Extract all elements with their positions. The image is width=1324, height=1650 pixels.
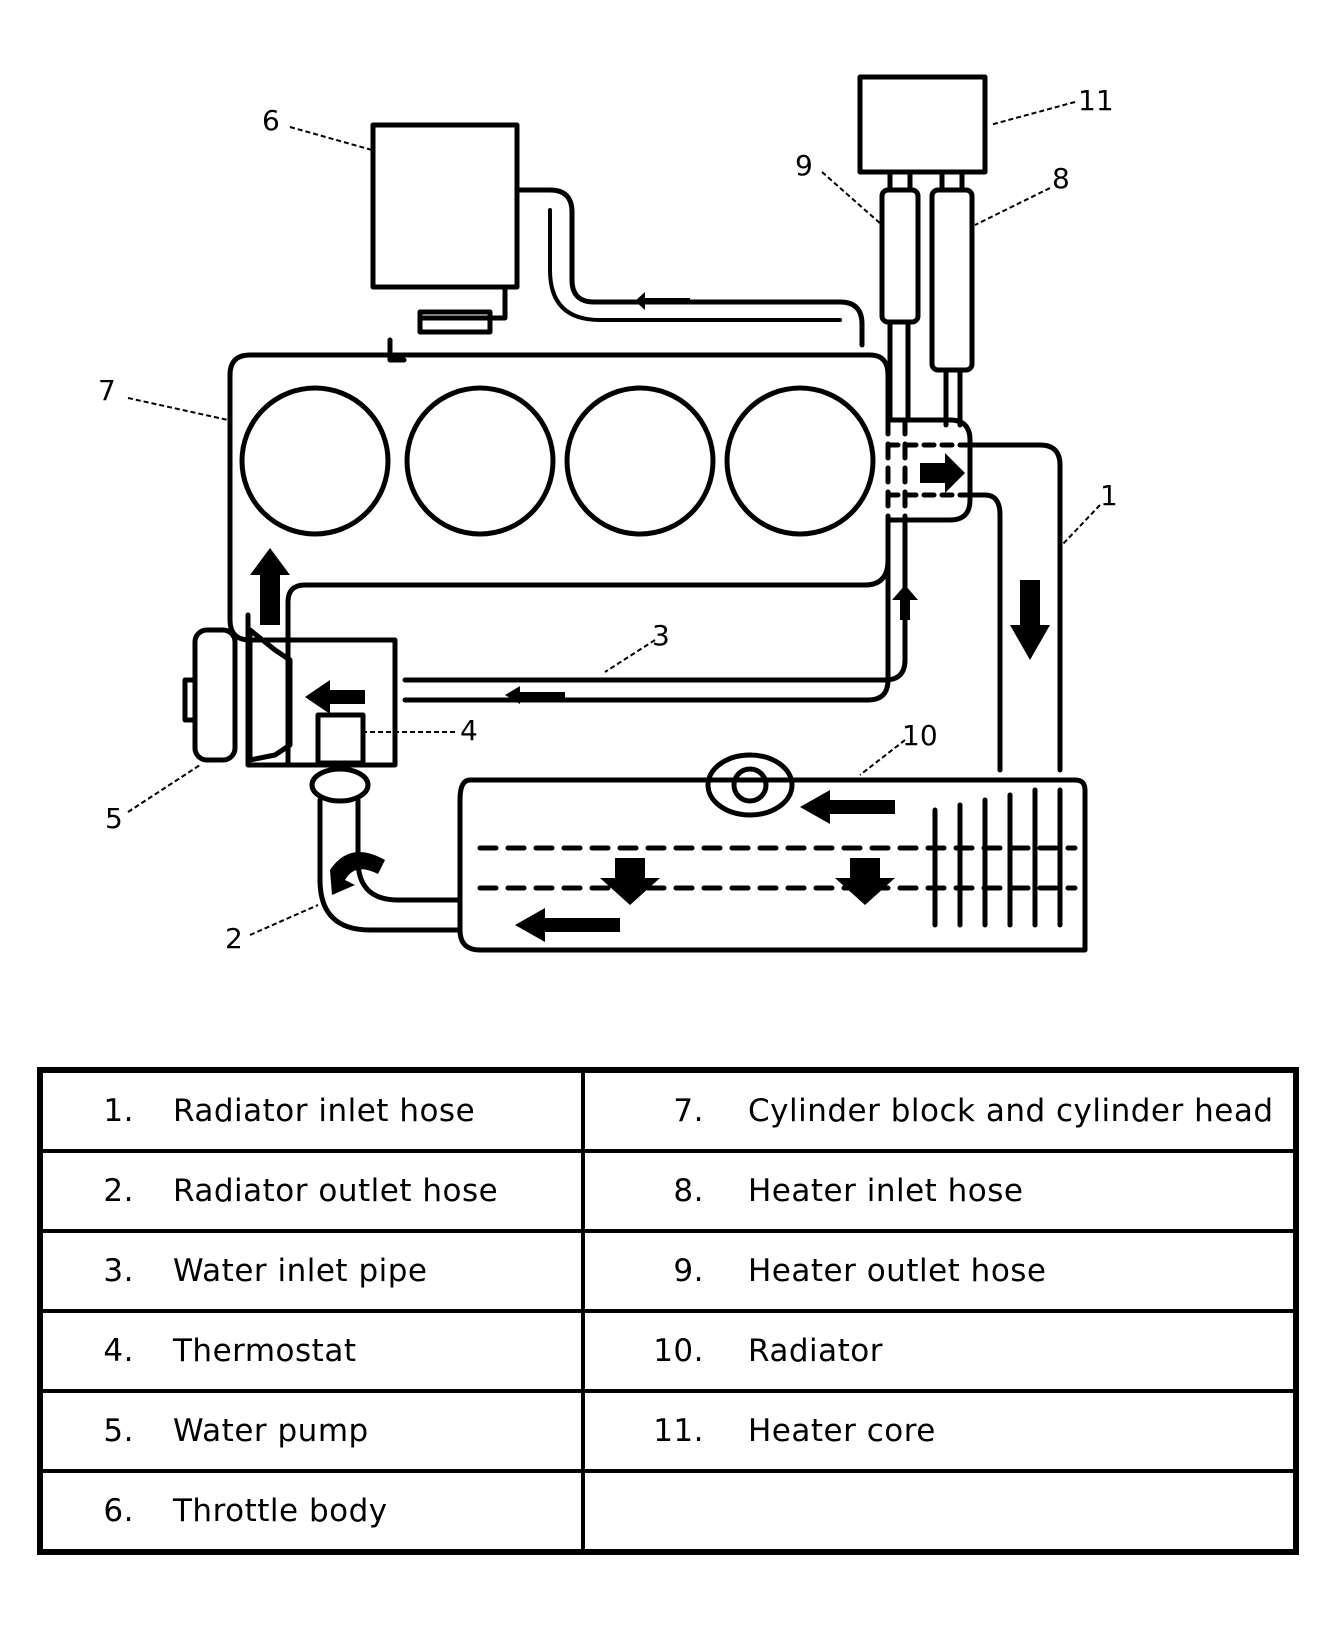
- callout-3: 3: [652, 619, 670, 652]
- legend-row: 5. Water pump 11. Heater core: [38, 1389, 1298, 1473]
- legend-row: 4. Thermostat 10. Radiator: [38, 1309, 1298, 1393]
- legend-number: 10.: [653, 1333, 704, 1369]
- legend-label: Heater core: [748, 1413, 936, 1449]
- legend-row: 1. Radiator inlet hose 7. Cylinder block a…: [38, 1068, 1298, 1153]
- callout-2: 2: [225, 922, 243, 955]
- legend-row: 2. Radiator outlet hose 8. Heater inlet ho…: [38, 1149, 1298, 1233]
- radiator: [457, 777, 1088, 953]
- heater-inlet-hose: [929, 187, 975, 373]
- throttle-body-hose: [516, 187, 865, 348]
- legend-number: 8.: [673, 1173, 704, 1209]
- water-inlet-pipe: [402, 517, 891, 703]
- callout-4: 4: [460, 714, 478, 747]
- legend-row: 3. Water inlet pipe 9. Heater outlet hose: [38, 1229, 1298, 1313]
- legend-label: Water inlet pipe: [173, 1253, 428, 1289]
- legend-row: 6. Throttle body: [38, 1469, 1298, 1554]
- callout-7: 7: [98, 374, 116, 407]
- radiator-outlet-hose: [317, 797, 463, 933]
- legend-label: Thermostat: [173, 1333, 357, 1369]
- radiator-inlet-hose: [969, 442, 1063, 773]
- legend-number: 7.: [673, 1093, 704, 1129]
- legend-number: 9.: [673, 1253, 704, 1289]
- legend-label: Water pump: [173, 1413, 369, 1449]
- legend-number: 6.: [103, 1493, 134, 1529]
- legend-number: 2.: [103, 1173, 134, 1209]
- legend-label: Radiator inlet hose: [173, 1093, 476, 1129]
- heater-core: [857, 74, 988, 175]
- legend-label: Heater inlet hose: [748, 1173, 1024, 1209]
- callout-10: 10: [902, 719, 938, 752]
- callout-8: 8: [1052, 162, 1070, 195]
- radiator-cap: [705, 752, 795, 818]
- legend-number: 5.: [103, 1413, 134, 1449]
- throttle-body: [370, 122, 520, 290]
- callout-6: 6: [262, 104, 280, 137]
- callout-11: 11: [1078, 84, 1114, 117]
- legend-label: Throttle body: [173, 1493, 388, 1529]
- callout-1: 1: [1100, 479, 1118, 512]
- cylinder-block: [227, 352, 973, 643]
- legend-label: Radiator outlet hose: [173, 1173, 499, 1209]
- legend-table: 1. Radiator inlet hose 7. Cylinder block a…: [37, 1067, 1299, 1555]
- legend-label: Cylinder block and cylinder head: [748, 1093, 1274, 1129]
- legend-label: Heater outlet hose: [748, 1253, 1047, 1289]
- water-pump: [247, 627, 293, 763]
- callout-5: 5: [105, 802, 123, 835]
- legend-number: 11.: [653, 1413, 704, 1449]
- pulley: [192, 627, 238, 763]
- legend-number: 3.: [103, 1253, 134, 1289]
- legend-number: 1.: [103, 1093, 134, 1129]
- cooling-system-diagram: 6 11 9 8 7 1 3 4 10 5 2: [98, 74, 1118, 955]
- heater-outlet-hose: [879, 187, 921, 325]
- legend-number: 4.: [103, 1333, 134, 1369]
- thermostat: [315, 712, 366, 766]
- callout-9: 9: [795, 149, 813, 182]
- legend-label: Radiator: [748, 1333, 884, 1369]
